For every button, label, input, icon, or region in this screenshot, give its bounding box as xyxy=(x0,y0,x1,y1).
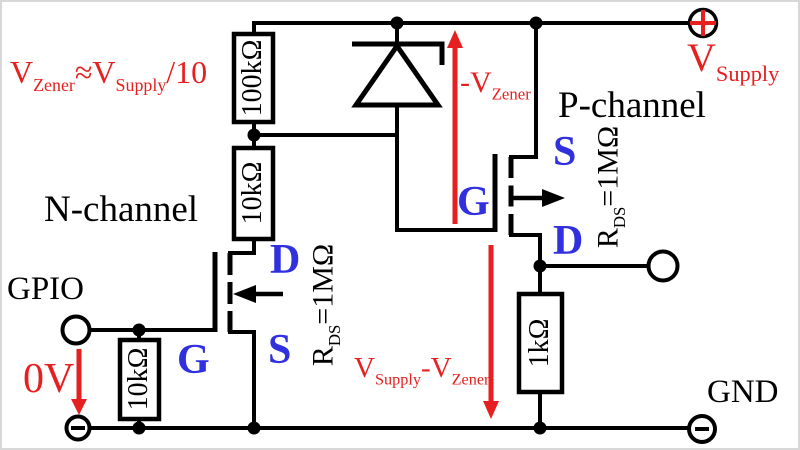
zener-cathode-bar xyxy=(352,41,445,65)
pmos-drain-lead xyxy=(509,233,542,268)
pmos-source-lead xyxy=(509,21,538,159)
resistor-1k-value: 1kΩ xyxy=(524,318,555,368)
resistor-100k-value: 100kΩ xyxy=(237,39,268,117)
pmos-pin-s: S xyxy=(553,129,577,175)
nmos-drain-lead xyxy=(228,237,256,255)
vdrop-minus: -V xyxy=(420,352,452,384)
nmos-symbol xyxy=(212,252,283,332)
resistor-10k-pulldown-body xyxy=(117,337,162,422)
junction-dot xyxy=(247,421,261,435)
terminals xyxy=(60,7,719,444)
rds-p-value: =1MΩ xyxy=(591,125,625,207)
pmos-pin-d: D xyxy=(553,218,584,264)
resistor-10k-divider-value: 10kΩ xyxy=(237,161,268,225)
vdrop-sub1: Supply xyxy=(374,370,421,389)
vdrop-sub2: Zener xyxy=(451,370,490,389)
vdrop-label: VSupply-VZener xyxy=(354,354,489,388)
neg-vzener-label: -VZener xyxy=(460,68,531,103)
junction-dot xyxy=(529,16,543,30)
rds-n-r: R xyxy=(306,346,340,367)
rds-n-value: =1MΩ xyxy=(306,243,340,325)
resistor-10k-pulldown-value: 10kΩ xyxy=(123,347,154,411)
junction-dot xyxy=(132,323,146,337)
neg-vzener-main: -V xyxy=(460,66,492,99)
junction-dot xyxy=(533,259,547,273)
wires xyxy=(88,21,691,430)
nmos-arrow-head xyxy=(233,285,256,303)
nmos-pin-s: S xyxy=(268,327,292,373)
gpio-terminal-circle xyxy=(60,314,92,346)
rds-p-sub: DS xyxy=(609,206,629,229)
pmos-pin-g: G xyxy=(457,179,490,225)
zener-to-pmos-gate-wire xyxy=(395,133,495,232)
vsupply-label: VSupply xyxy=(687,38,779,85)
vdrop-v1: V xyxy=(354,352,375,384)
formula-sub1: Zener xyxy=(33,75,75,96)
n-channel-label: N-channel xyxy=(44,189,199,230)
junction-dot xyxy=(247,128,261,142)
zero-volt-arrow-head xyxy=(71,399,87,415)
vsupply-main: V xyxy=(687,35,716,80)
nmos-source-lead xyxy=(228,330,256,430)
junction-dots xyxy=(132,16,547,435)
nmos-pin-g: G xyxy=(177,337,210,383)
vdrop-arrow-head xyxy=(483,401,499,419)
p-channel-label: P-channel xyxy=(558,85,706,126)
formula-approx: ≈ xyxy=(74,54,93,90)
rds-n-sub: DS xyxy=(324,324,344,347)
resistor-10k-divider-body xyxy=(231,145,276,242)
neg-vzener-sub: Zener xyxy=(491,84,531,104)
zener-diode xyxy=(351,23,445,135)
pmos-arrow-head xyxy=(542,189,565,207)
formula-label: VZener≈VSupply/10 xyxy=(10,56,207,95)
neg-vzener-arrow-head xyxy=(447,30,463,48)
nmos-pin-d: D xyxy=(270,237,301,283)
junction-dot xyxy=(390,16,404,30)
top-rail-wire xyxy=(252,21,691,36)
rds-p-r: R xyxy=(591,228,625,249)
formula-sub2: Supply xyxy=(115,75,167,96)
zero-volt-label: 0V xyxy=(23,356,75,402)
vsupply-sub: Supply xyxy=(715,61,780,87)
pmos-symbol xyxy=(492,154,565,235)
gnd-label: GND xyxy=(707,374,779,410)
annotation-arrows xyxy=(71,30,499,419)
junction-dot xyxy=(533,421,547,435)
resistors xyxy=(117,31,565,422)
formula-v1: V xyxy=(10,54,34,90)
junction-dot xyxy=(132,421,146,435)
formula-denominator: /10 xyxy=(166,54,208,90)
output-terminal-circle xyxy=(646,249,680,283)
formula-v2: V xyxy=(92,54,116,90)
gpio-label: GPIO xyxy=(7,271,85,307)
resistor-100k-body xyxy=(231,31,276,125)
resistor-1k-body xyxy=(516,291,565,395)
zener-anode-triangle xyxy=(351,41,443,108)
rds-p-label: RDS=1MΩ xyxy=(591,125,629,249)
rds-n-label: RDS=1MΩ xyxy=(306,243,344,367)
